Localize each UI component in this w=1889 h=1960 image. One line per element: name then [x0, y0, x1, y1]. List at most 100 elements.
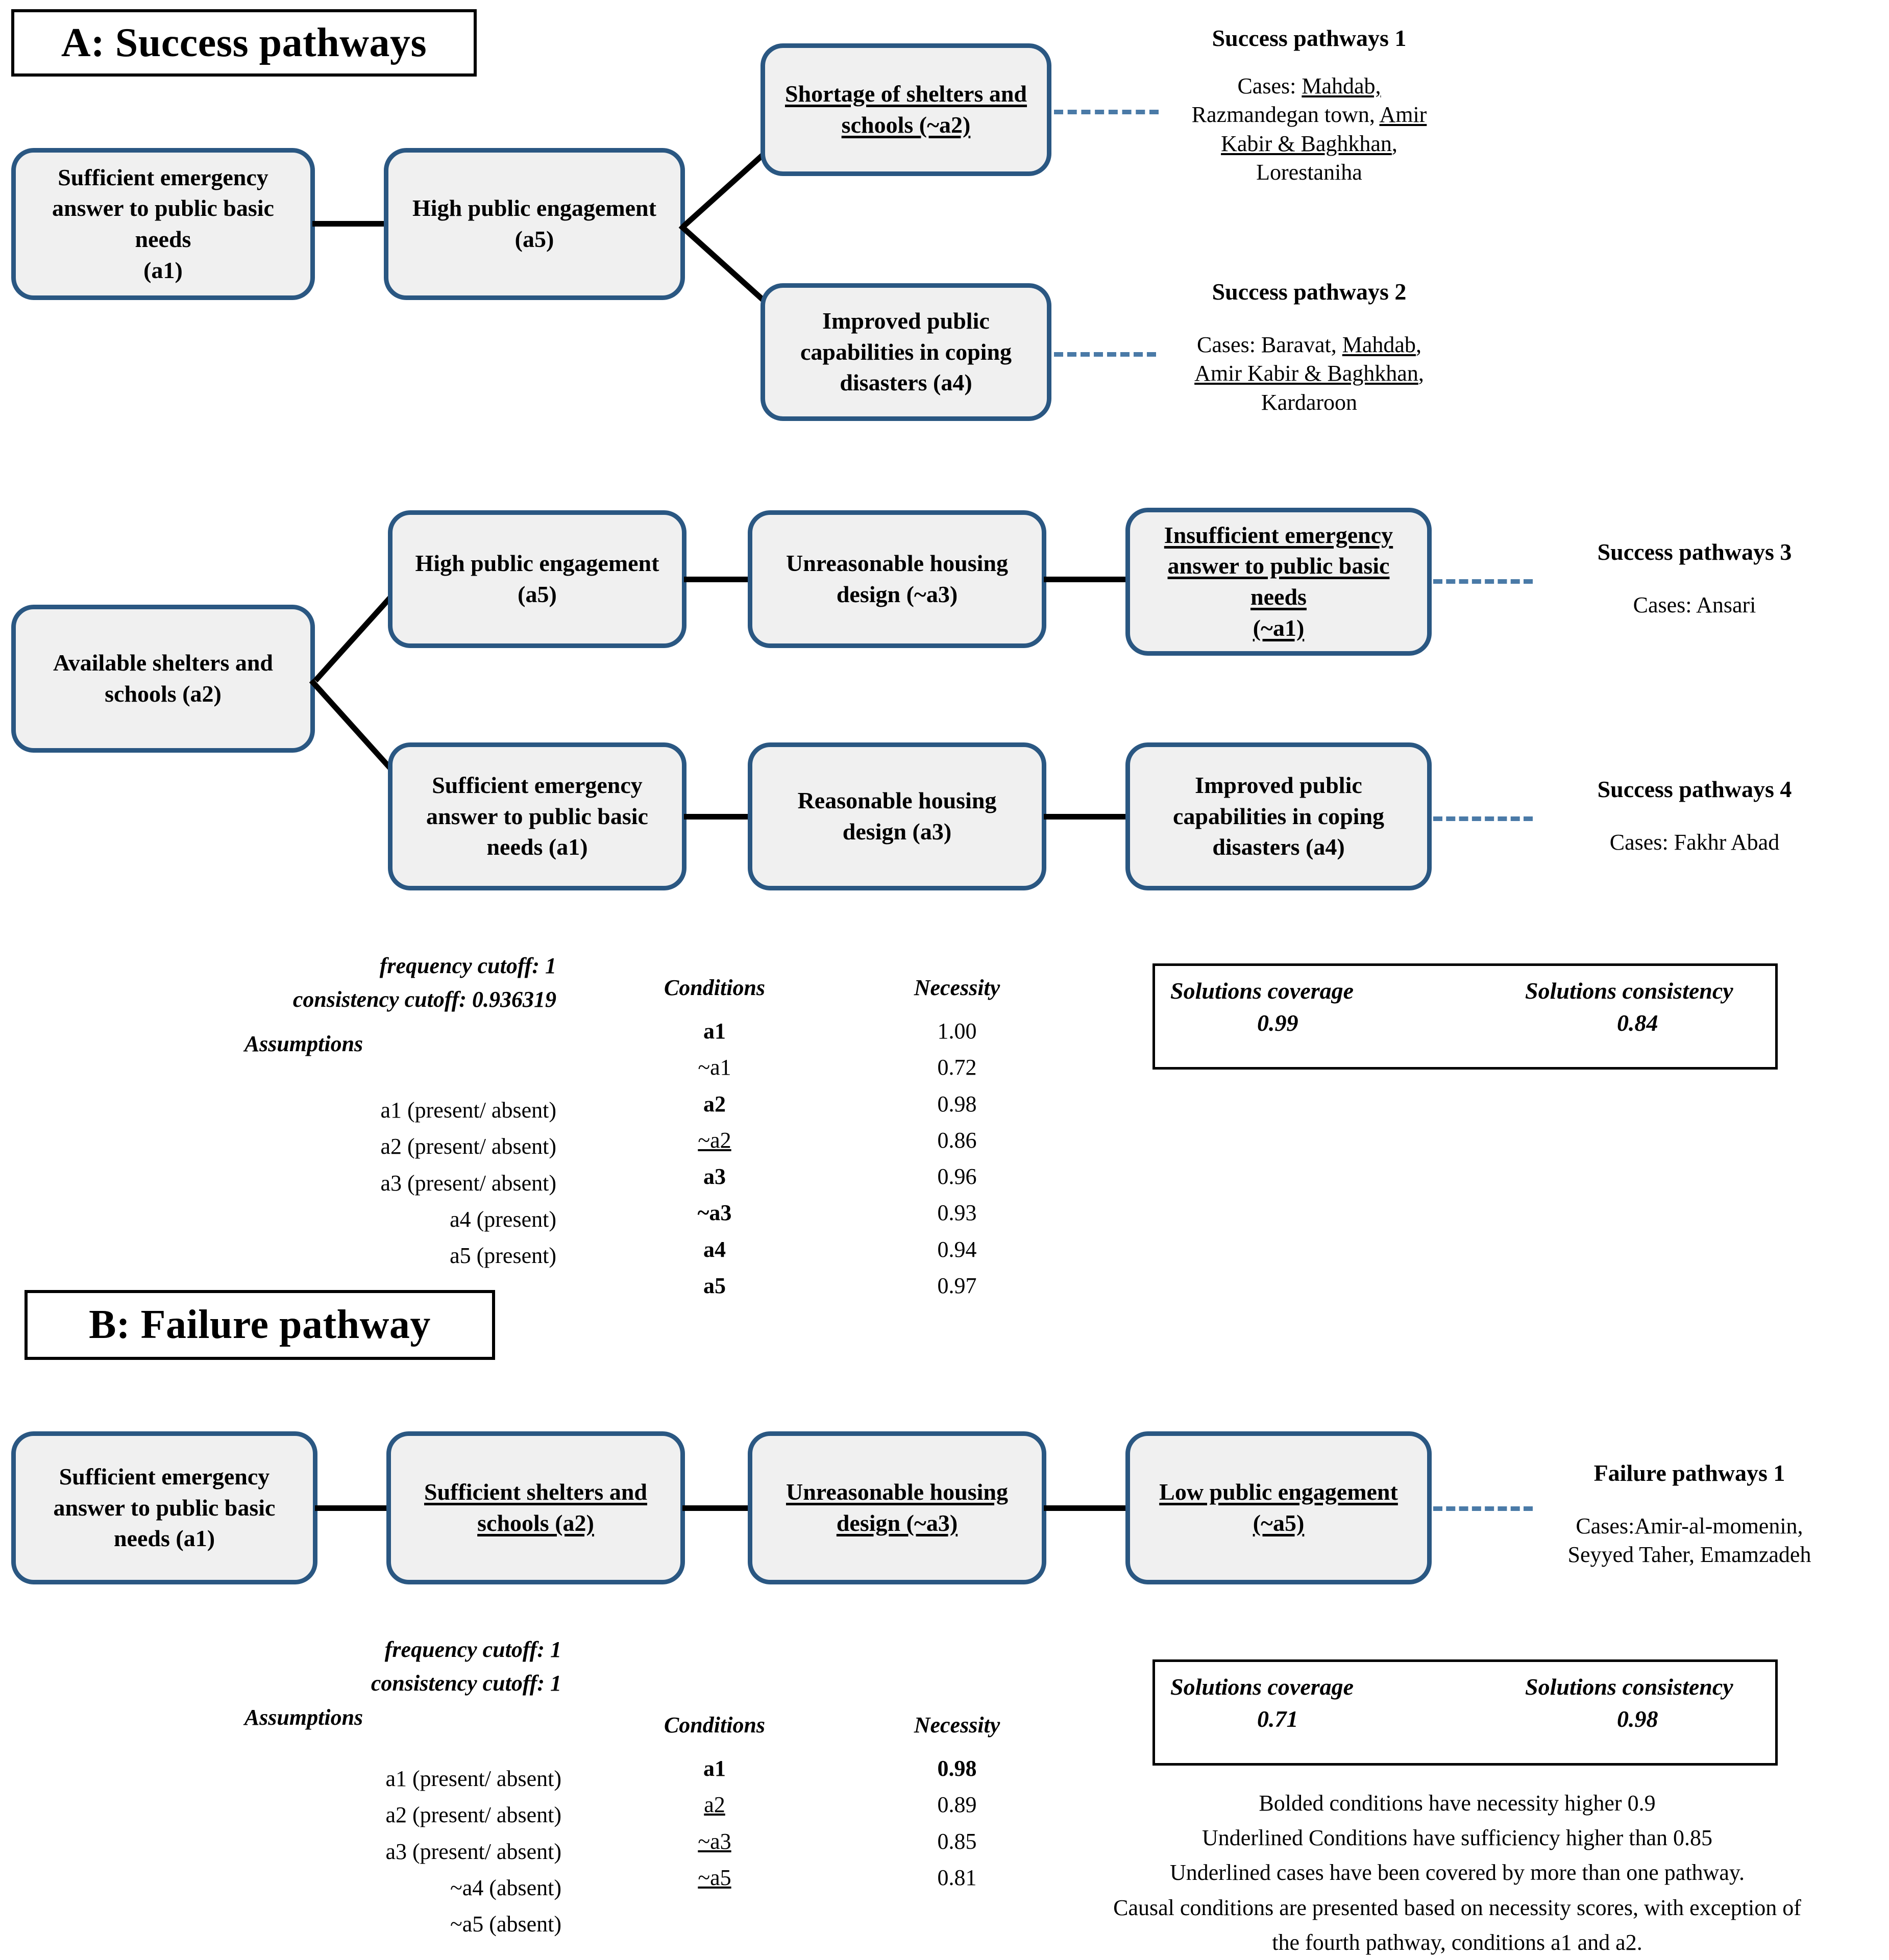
- solutions-consistency-label: Solutions consistency: [1525, 1674, 1733, 1700]
- stats-b-assumptions-header: Assumptions: [244, 1705, 363, 1730]
- condition-item: ~a1: [698, 1055, 731, 1080]
- pathway-cases: Cases:Amir-al-momenin, Seyyed Taher, Ema…: [1511, 1512, 1868, 1570]
- case-text: Cases:Amir-al-momenin,: [1576, 1514, 1803, 1539]
- node-line: answer to public basic: [52, 195, 274, 221]
- stats-b-conditions-header: Conditions: [664, 1713, 766, 1738]
- node-a5-high-public-engagement[interactable]: High public engagement (a5): [384, 148, 685, 300]
- necessity-item: 0.98: [937, 1091, 977, 1117]
- connector-b-a2-to-na3: [682, 1505, 751, 1511]
- node-line: disasters (a4): [840, 369, 972, 396]
- pathway-title: Success pathways 3: [1597, 539, 1792, 565]
- node-line: Low public engagement: [1159, 1479, 1398, 1505]
- section-title-b-label: B: Failure pathway: [89, 1302, 431, 1347]
- section-title-a-label: A: Success pathways: [61, 20, 427, 65]
- node-a2-available-shelters[interactable]: Available shelters and schools (a2): [11, 605, 315, 753]
- node-line: Sufficient emergency: [59, 1463, 270, 1490]
- node-line: needs (a1): [113, 1525, 215, 1552]
- case-text: Seyyed Taher, Emamzadeh: [1567, 1542, 1811, 1568]
- node-na1-insufficient-emergency[interactable]: Insufficient emergency answer to public …: [1125, 508, 1432, 656]
- stats-a-conditions-list: a1 ~a1 a2 ~a2 a3 ~a3 a4 a5: [628, 1013, 801, 1304]
- stats-a-necessity-header: Necessity: [914, 975, 1000, 1000]
- necessity-item: 0.81: [937, 1865, 977, 1890]
- assumption-item: a4 (present): [450, 1206, 556, 1232]
- node-b-a2-sufficient-shelters[interactable]: Sufficient shelters and schools (a2): [386, 1431, 685, 1584]
- assumption-item: ~a4 (absent): [450, 1875, 561, 1900]
- pathway-title: Success pathways 1: [1212, 25, 1407, 51]
- dashed-link-pathway-1: [1054, 110, 1159, 114]
- footnote-line: Underlined Conditions have sufficiency h…: [1202, 1825, 1712, 1851]
- node-line: Sufficient shelters and: [424, 1479, 647, 1505]
- stats-b-necessity-header: Necessity: [914, 1713, 1000, 1738]
- node-line: answer to public basic: [1167, 553, 1390, 579]
- connector-a1-to-a3: [684, 814, 750, 820]
- node-a5-high-public-engagement-2[interactable]: High public engagement (a5): [388, 510, 686, 648]
- node-line: (~a5): [1253, 1510, 1305, 1536]
- condition-item: a1: [703, 1019, 726, 1044]
- solutions-box-a: Solutions coverage 0.99 Solutions consis…: [1152, 963, 1778, 1070]
- stats-b-assumptions-list: a1 (present/ absent) a2 (present/ absent…: [153, 1760, 561, 1942]
- node-line: Sufficient emergency: [58, 164, 268, 190]
- connector-a3-to-a4: [1044, 814, 1128, 820]
- node-a4-improved-capabilities-2[interactable]: Improved public capabilities in coping d…: [1125, 742, 1432, 890]
- pathway-title: Success pathways 2: [1212, 279, 1407, 305]
- pathway-cases: Cases: Baravat, Mahdab, Amir Kabir & Bag…: [1151, 331, 1467, 417]
- node-line: needs: [1250, 584, 1307, 610]
- pathway-label-3: Success pathways 3 Cases: Ansari: [1531, 538, 1858, 619]
- node-line: Reasonable housing: [797, 787, 997, 814]
- necessity-item: 0.72: [937, 1055, 977, 1080]
- node-line: Sufficient emergency: [432, 772, 643, 798]
- condition-item: a5: [703, 1273, 726, 1298]
- pathway-title: Failure pathways 1: [1593, 1460, 1785, 1486]
- node-line: answer to public basic: [53, 1494, 276, 1521]
- node-na3-unreasonable-housing[interactable]: Unreasonable housing design (~a3): [748, 510, 1046, 648]
- necessity-item: 0.96: [937, 1164, 977, 1189]
- node-a1-sufficient-emergency[interactable]: Sufficient emergency answer to public ba…: [11, 148, 315, 300]
- node-line: needs: [135, 226, 191, 252]
- node-b-na3-unreasonable-housing[interactable]: Unreasonable housing design (~a3): [748, 1431, 1046, 1584]
- case-text: Cases: Baravat,: [1197, 332, 1342, 357]
- frequency-cutoff: frequency cutoff: 1: [379, 953, 556, 978]
- assumption-item: a1 (present/ absent): [380, 1098, 556, 1123]
- condition-item: ~a5: [698, 1865, 731, 1890]
- connector-a2-to-a5: [313, 591, 397, 683]
- node-line: High public engagement: [412, 195, 656, 221]
- node-line: Available shelters and: [53, 650, 274, 676]
- footnote-line: the fourth pathway, conditions a1 and a2…: [1272, 1929, 1642, 1955]
- dashed-link-pathway-4: [1433, 816, 1533, 821]
- assumption-item: a1 (present/ absent): [385, 1766, 561, 1791]
- assumption-item: a2 (present/ absent): [385, 1802, 561, 1828]
- case-text: Cases: Ansari: [1633, 592, 1756, 617]
- solutions-coverage-label: Solutions coverage: [1170, 978, 1354, 1004]
- node-line: schools (a2): [477, 1510, 594, 1536]
- case-text: Cases:: [1237, 73, 1302, 98]
- node-a1-sufficient-emergency-2[interactable]: Sufficient emergency answer to public ba…: [388, 742, 686, 890]
- case-text-underlined: Mahdab: [1342, 332, 1416, 357]
- assumption-item: ~a5 (absent): [450, 1912, 561, 1937]
- node-line: Improved public: [822, 307, 990, 334]
- node-line: capabilities in coping: [1172, 803, 1385, 829]
- node-line: (a1): [143, 257, 183, 283]
- solutions-consistency-value: 0.98: [1617, 1706, 1658, 1732]
- node-a4-improved-capabilities[interactable]: Improved public capabilities in coping d…: [760, 283, 1051, 421]
- node-a3-reasonable-housing[interactable]: Reasonable housing design (a3): [748, 742, 1046, 890]
- pathway-label-2: Success pathways 2 Cases: Baravat, Mahda…: [1151, 278, 1467, 417]
- node-na2-shortage-shelters[interactable]: Shortage of shelters and schools (~a2): [760, 43, 1051, 176]
- pathway-cases: Cases: Mahdab, Razmandegan town, Amir Ka…: [1151, 72, 1467, 187]
- pathway-label-1: Success pathways 1 Cases: Mahdab, Razman…: [1151, 24, 1467, 187]
- section-title-b: B: Failure pathway: [24, 1290, 495, 1360]
- case-text: Razmandegan town,: [1191, 102, 1380, 128]
- node-b-na5-low-public-engagement[interactable]: Low public engagement (~a5): [1125, 1431, 1432, 1584]
- case-text-underlined: Mahdab,: [1302, 73, 1381, 98]
- node-line: disasters (a4): [1212, 834, 1345, 860]
- case-text-underlined: Kabir & Baghkhan: [1221, 131, 1392, 156]
- assumption-item: a3 (present/ absent): [385, 1839, 561, 1864]
- condition-item: a3: [703, 1164, 726, 1189]
- footnote-line: Causal conditions are presented based on…: [1113, 1895, 1801, 1920]
- node-b-a1-sufficient-emergency[interactable]: Sufficient emergency answer to public ba…: [11, 1431, 317, 1584]
- condition-item: a2: [704, 1792, 725, 1818]
- case-text: ,: [1415, 332, 1421, 357]
- node-line: (~a1): [1253, 614, 1305, 641]
- necessity-item: 1.00: [937, 1019, 977, 1044]
- solutions-coverage-label: Solutions coverage: [1170, 1674, 1354, 1700]
- necessity-item: 0.89: [937, 1792, 977, 1818]
